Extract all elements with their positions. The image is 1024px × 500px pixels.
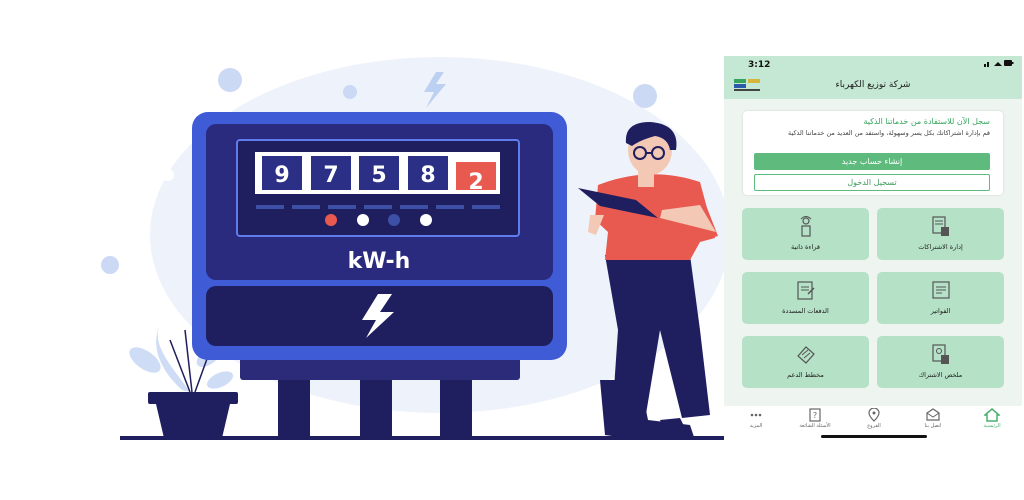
tile-label: إدارة الاشتراكات	[918, 243, 963, 251]
person-with-tablet	[578, 122, 718, 440]
svg-text:?: ?	[813, 411, 817, 420]
faq-icon: ?	[809, 408, 821, 422]
battery-icon	[984, 60, 1014, 67]
tile-self-reading[interactable]: قراءة ذاتية	[742, 208, 869, 260]
tile-paid-payments[interactable]: الدفعات المسددة	[742, 272, 869, 324]
home-indicator	[821, 435, 927, 438]
decor-dot	[633, 84, 657, 108]
meter-digit: 5	[371, 163, 386, 188]
meter-digit: 7	[323, 163, 338, 188]
tile-label: قراءة ذاتية	[791, 243, 820, 251]
subscription-management-icon	[931, 216, 949, 236]
status-bar: 3:12	[724, 56, 1022, 73]
meter-reading-icon	[800, 216, 811, 237]
meter-digit: 9	[274, 163, 289, 188]
company-logo	[734, 79, 760, 91]
welcome-description: قم بإدارة اشتراكاتك بكل يسر وسهولة، واست…	[787, 129, 990, 137]
more-icon	[750, 413, 762, 417]
tile-label: ملخص الاشتراك	[918, 371, 963, 379]
tile-subscription-management[interactable]: إدارة الاشتراكات	[877, 208, 1004, 260]
welcome-headline: سجل الآن للاستفادة من خدماتنا الذكية	[863, 117, 990, 126]
nav-contact[interactable]: اتصل بنا	[913, 408, 953, 432]
nav-label: الأسئلة الشائعة	[799, 423, 831, 429]
mobile-app-screen: 3:12 شركة توزيع الكهرباء سجل الآن للاستف…	[724, 56, 1022, 440]
contact-icon	[926, 408, 940, 421]
decor-dot	[162, 169, 174, 181]
subscription-summary-icon	[931, 344, 949, 364]
lightning-icon	[424, 72, 446, 108]
nav-label: الرئيسية	[983, 423, 1001, 429]
decor-dot	[101, 256, 119, 274]
nav-label: الفروع	[867, 423, 881, 429]
bottom-navigation: الرئيسية اتصل بنا الفروع ? الأسئلة الشائ…	[724, 406, 1022, 440]
tile-label: مخطط الدعم	[787, 371, 824, 379]
nav-branches[interactable]: الفروع	[854, 408, 894, 432]
invoice-icon	[931, 281, 950, 299]
meter-unit-label: kW-h	[348, 249, 411, 274]
meter-digit: 8	[420, 163, 435, 188]
nav-faq[interactable]: ? الأسئلة الشائعة	[795, 408, 835, 432]
nav-label: المزيد	[749, 423, 763, 429]
tile-label: الدفعات المسددة	[782, 307, 829, 315]
welcome-card: سجل الآن للاستفادة من خدماتنا الذكية قم …	[743, 111, 1003, 195]
paid-payments-icon	[796, 281, 815, 300]
tile-label: الفواتير	[930, 307, 951, 315]
support-chart-icon	[796, 346, 815, 364]
app-title: شركة توزيع الكهرباء	[835, 80, 911, 90]
home-icon	[984, 408, 1000, 422]
electricity-meter: 9 7 5 8 2 kW-h	[192, 112, 567, 438]
nav-home[interactable]: الرئيسية	[972, 408, 1012, 432]
register-button[interactable]: إنشاء حساب جديد	[754, 153, 990, 170]
app-header: شركة توزيع الكهرباء	[724, 73, 1022, 99]
tile-subscription-summary[interactable]: ملخص الاشتراك	[877, 336, 1004, 388]
lightning-icon	[362, 294, 394, 338]
decor-dot	[218, 68, 242, 92]
tile-support-chart[interactable]: مخطط الدعم	[742, 336, 869, 388]
location-icon	[868, 408, 880, 422]
plant	[129, 325, 238, 438]
electricity-meter-illustration: 9 7 5 8 2 kW-h	[101, 57, 724, 440]
decor-dot	[343, 85, 357, 99]
nav-more[interactable]: المزيد	[736, 408, 776, 432]
status-indicators	[984, 59, 1014, 70]
login-button[interactable]: تسجيل الدخول	[754, 174, 990, 191]
tile-invoices[interactable]: الفواتير	[877, 272, 1004, 324]
ground-line	[120, 436, 724, 440]
status-time: 3:12	[748, 60, 771, 70]
meter-digit-red: 2	[468, 170, 483, 195]
nav-label: اتصل بنا	[924, 423, 942, 429]
